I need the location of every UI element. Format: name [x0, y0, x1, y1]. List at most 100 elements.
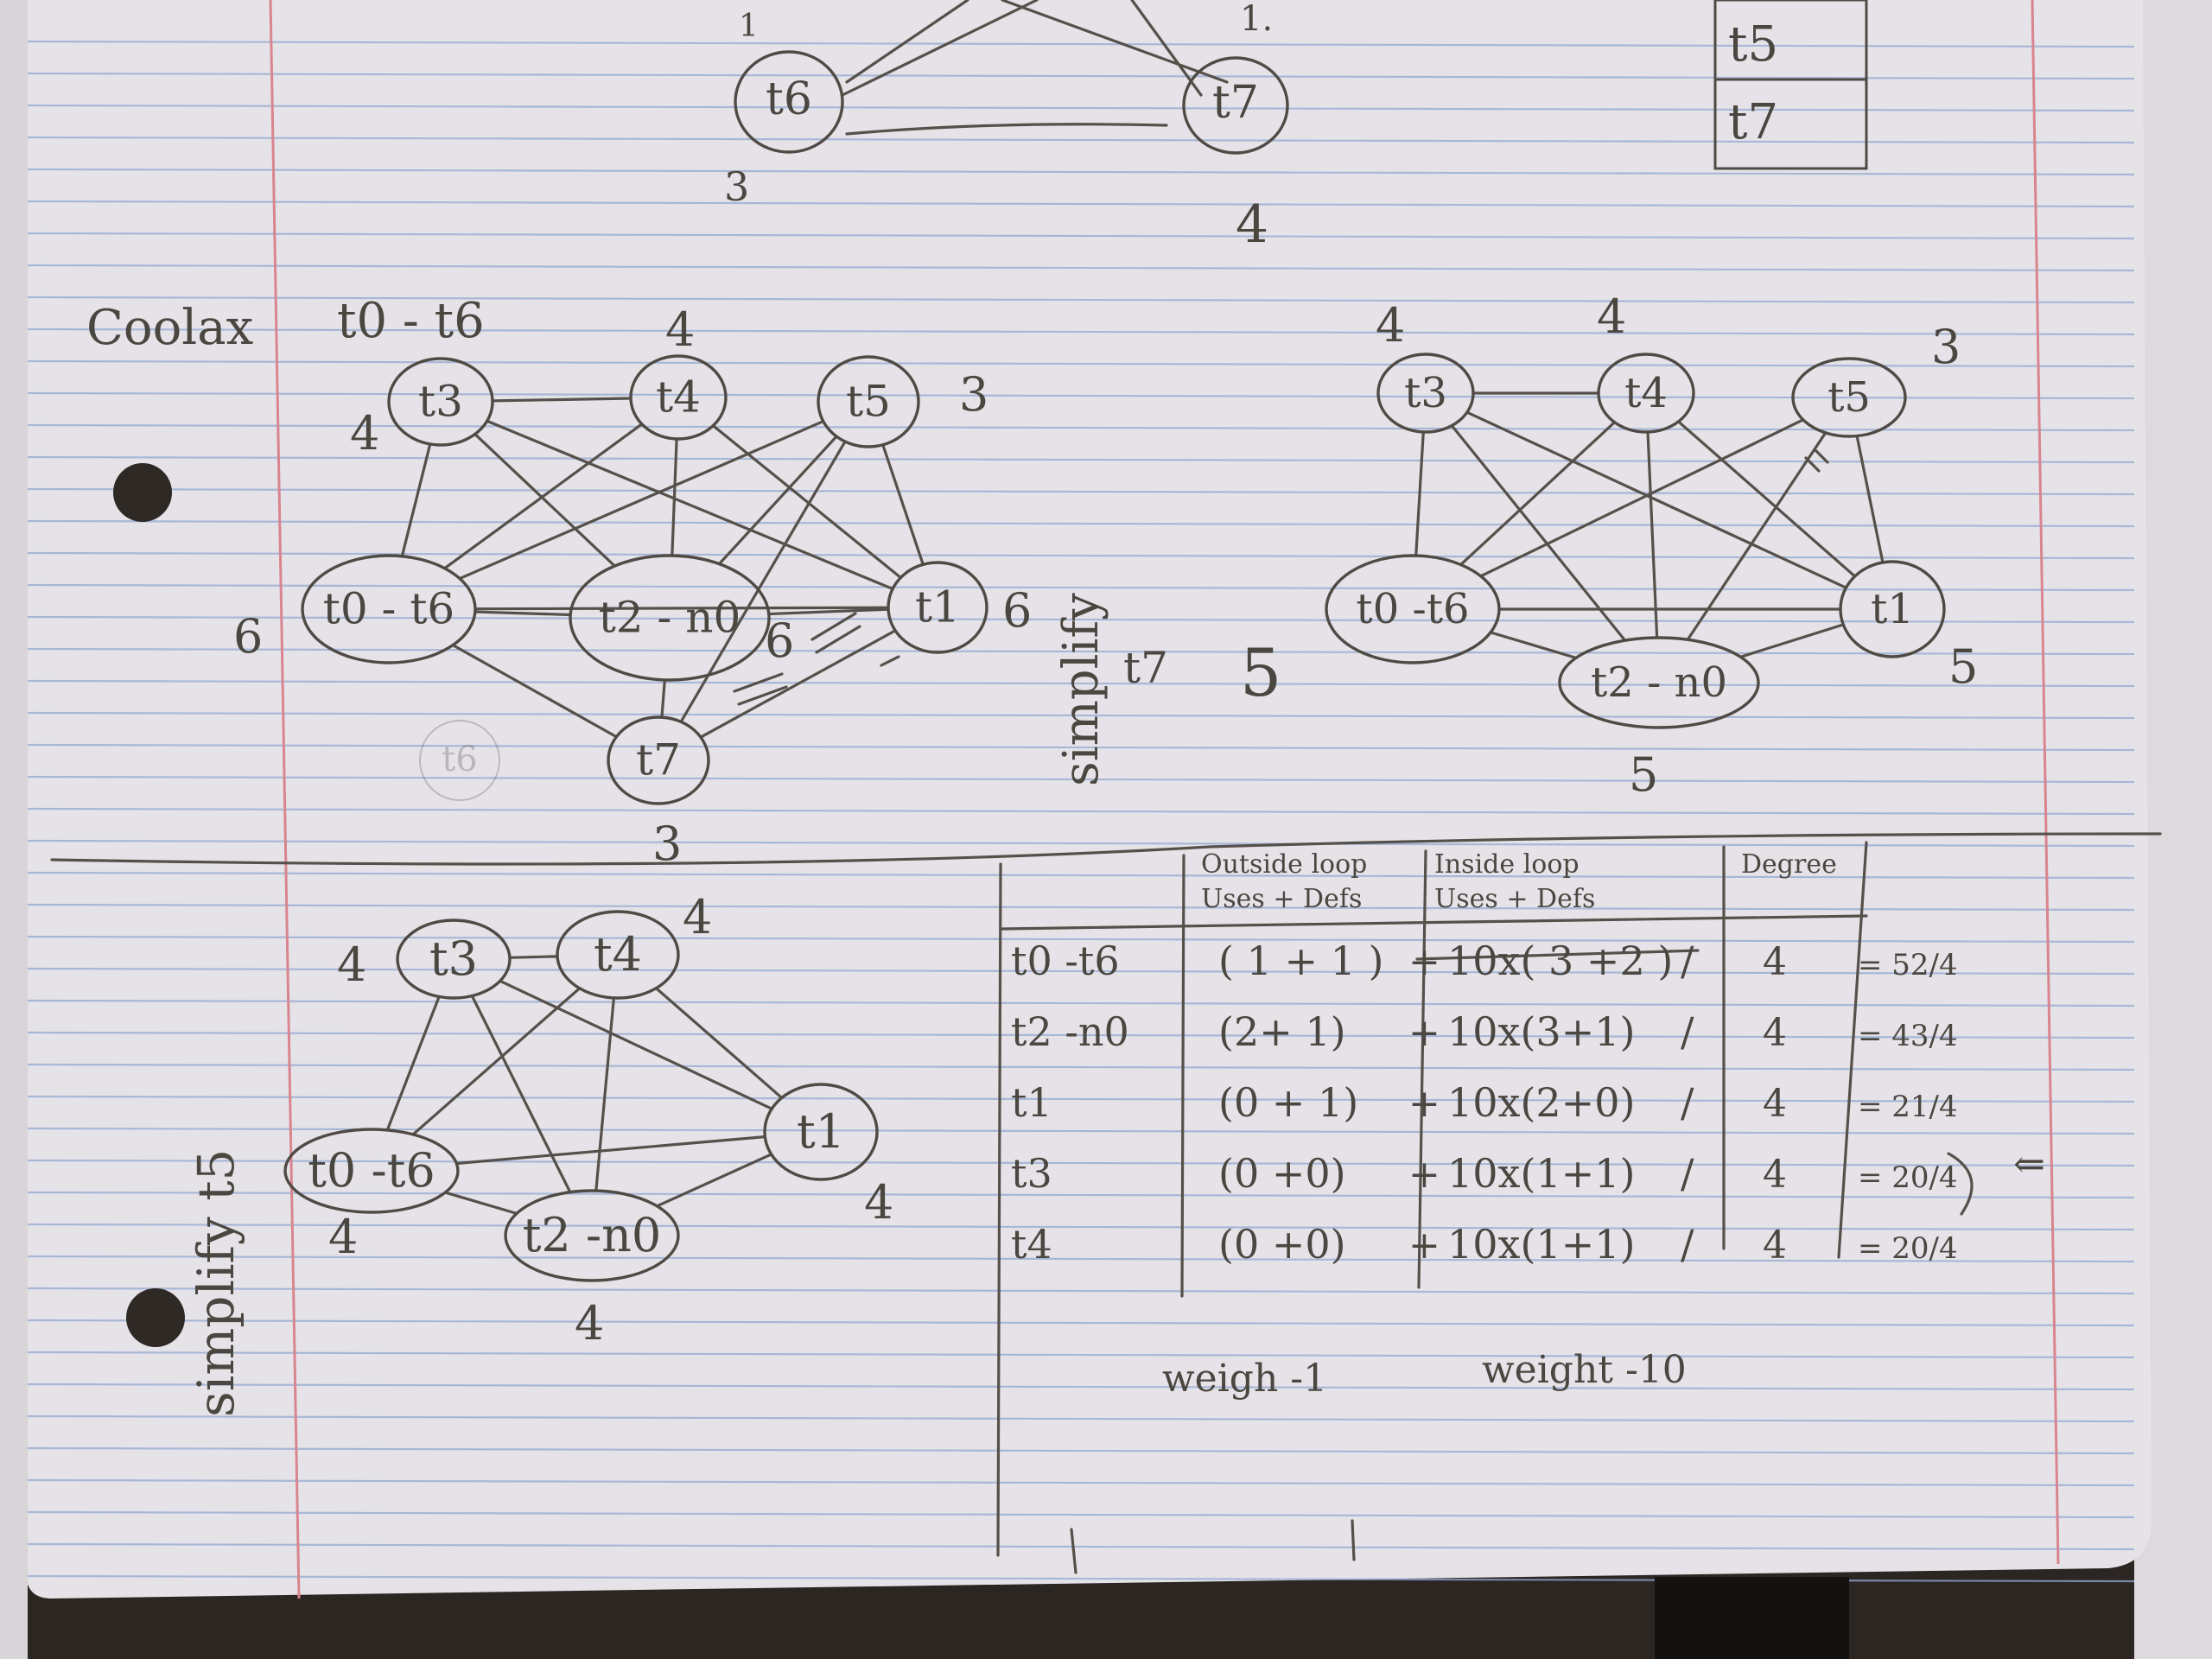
edge-t5-t0t6 [1479, 418, 1805, 578]
section1-title-left: Coolax [86, 300, 253, 356]
edge-t0t6-t2n0 [1489, 631, 1578, 659]
ruled-lines [27, 40, 2135, 1583]
binder-hole-2 [126, 1288, 185, 1347]
table-cell-r2-c2: + [1408, 1082, 1440, 1126]
edge-t0t6-t1 [454, 1135, 766, 1166]
table-cell-r2-c3: 10x(2+0) [1447, 1079, 1635, 1126]
rule-line [27, 711, 2135, 720]
node-t3-label: t3 [418, 377, 463, 427]
top-box-item-2: t7 [1728, 94, 1778, 150]
table-cell-r1-c3: 10x(3+1) [1447, 1008, 1635, 1055]
degree-t6-top: 3 [724, 163, 749, 210]
table-cell-r0-c6: = 52/4 [1858, 948, 1958, 982]
edge-t4-t2n0 [671, 437, 678, 557]
table-cell-r2-c4: / [1681, 1079, 1694, 1126]
ghost-node-ring [419, 720, 500, 801]
edge-t5-t1 [1855, 434, 1885, 564]
degree-t0t6: 4 [328, 1210, 358, 1264]
rule-line [27, 200, 2135, 208]
rule-line [27, 871, 2135, 880]
degree-t2n0: 6 [765, 613, 794, 668]
brace-mark [1947, 1152, 1974, 1216]
rule-line [27, 1287, 2135, 1295]
edge-t5-t0t6 [458, 419, 825, 581]
rule-line [27, 1223, 2135, 1231]
node-t0t6 [283, 1128, 460, 1214]
rule-line [27, 1063, 2135, 1071]
table-cell-r0-c2: + [1408, 940, 1440, 984]
table-cell-r4-c3: 10x(1+1) [1447, 1221, 1635, 1268]
margin-line-right [2031, 0, 2060, 1565]
node-t2n0-label: t2 - n0 [1591, 658, 1727, 707]
table-cell-r3-c6: = 20/4 [1858, 1160, 1958, 1195]
table-arrow: ⇐ [2013, 1142, 2045, 1186]
rule-line [27, 1382, 2135, 1391]
table-cell-r3-c3: 10x(1+1) [1447, 1150, 1635, 1197]
side-note-simplify: simplify t5 [187, 1149, 245, 1417]
underlying-page-strip [0, 0, 28, 1659]
node-t1-label: t1 [1871, 585, 1914, 633]
stray-mark-2 [1351, 1519, 1356, 1561]
rule-line [27, 1031, 2135, 1039]
top-mark-1: 1 [739, 9, 759, 44]
edge-t3-t0t6 [1414, 430, 1425, 557]
edge-t4-t1 [1676, 420, 1857, 578]
top-fragment-graph: t6 t7 3 4 1 1. [724, 0, 1289, 255]
rule-line [27, 615, 2135, 624]
rule-line [27, 1159, 2135, 1167]
table-cell-r3-c1: (0 +0) [1218, 1150, 1346, 1197]
node-t6-top [734, 50, 844, 154]
edge-t2n0-t1 [655, 1153, 773, 1208]
node-t3-label: t3 [429, 931, 478, 986]
rule-line [27, 168, 2135, 176]
table-cell-r4-c0: t4 [1011, 1221, 1052, 1268]
section-divider [50, 832, 2162, 866]
node-t4 [1597, 353, 1695, 434]
table-cell-r1-c6: = 43/4 [1858, 1019, 1958, 1053]
table-cell-r2-c6: = 21/4 [1858, 1090, 1958, 1124]
rule-line [27, 455, 2135, 464]
top-box: t5 t7 [1713, 0, 1868, 170]
node-t4-label: t4 [1624, 369, 1668, 417]
rule-line [27, 999, 2135, 1007]
weight-table [996, 841, 1868, 1557]
degree-t3: 4 [1376, 298, 1405, 353]
table-cell-r2-c1: (0 + 1) [1218, 1079, 1358, 1126]
table-cell-r2-c0: t1 [1011, 1079, 1052, 1126]
node-t0t6 [1325, 554, 1501, 664]
tick-marks-a [733, 612, 900, 706]
edge-t2n0-t1 [767, 607, 890, 616]
edge-t4-t1 [654, 987, 784, 1100]
edge-t3-t2n0 [470, 994, 572, 1194]
rule-line [27, 104, 2135, 112]
top-mark-2: 1. [1240, 0, 1273, 39]
degree-t5: 3 [959, 367, 988, 422]
edge-t3-t2n0 [1450, 423, 1627, 642]
table-cell-r1-c0: t2 -n0 [1011, 1008, 1129, 1055]
node-t2n0-label: t2 - n0 [599, 593, 741, 643]
node-t2n0 [504, 1189, 680, 1282]
middle-note-degree: 5 [1240, 634, 1281, 711]
rule-line [27, 1446, 2135, 1455]
degree-t3: 4 [337, 938, 366, 992]
node-t1 [763, 1083, 879, 1181]
table-cell-r3-c0: t3 [1011, 1150, 1052, 1197]
degree-t3: 4 [350, 406, 379, 461]
rule-line [27, 391, 2135, 400]
edge-t3-t1 [1465, 410, 1848, 589]
rule-line [27, 1510, 2135, 1519]
edge-t5-t2n0 [1686, 431, 1827, 641]
table-header-4: Degree [1741, 849, 1837, 880]
rule-line [27, 72, 2135, 80]
node-t1 [1839, 560, 1946, 658]
table-cell-r4-c5: 4 [1763, 1224, 1787, 1268]
edge-t0t6-t2n0 [474, 610, 572, 617]
rule-line [27, 807, 2135, 816]
edge-t2n0-t7 [660, 678, 666, 719]
table-header-1: Outside loop [1201, 849, 1367, 880]
edge-t0t6-t7 [451, 643, 618, 739]
node-t4-label: t4 [594, 927, 642, 982]
